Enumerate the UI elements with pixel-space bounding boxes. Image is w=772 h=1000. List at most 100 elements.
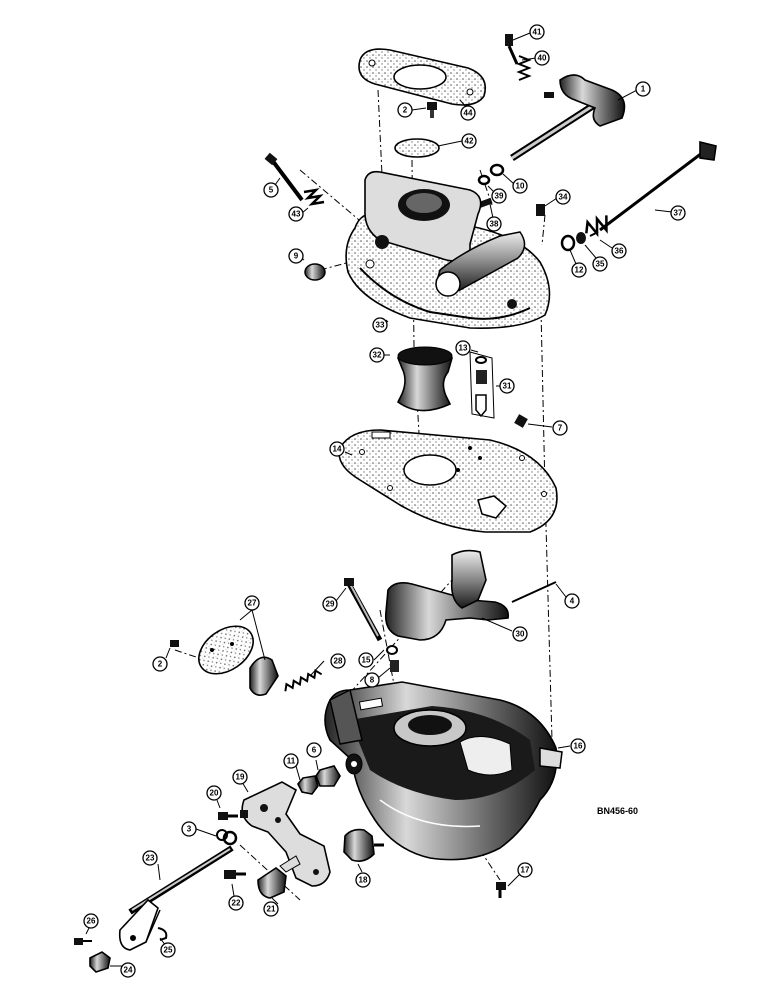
callout-41: 41 [529, 24, 545, 40]
svg-text:34: 34 [559, 193, 568, 202]
svg-text:21: 21 [267, 905, 276, 914]
svg-text:37: 37 [674, 209, 683, 218]
callout-43: 43 [288, 206, 304, 222]
callout-31: 31 [499, 378, 515, 394]
flange-gasket-44 [358, 48, 487, 106]
callout-35: 35 [592, 256, 608, 272]
svg-text:20: 20 [210, 789, 219, 798]
throttle-lever-plate-19 [240, 781, 331, 887]
callout-24: 24 [120, 962, 136, 978]
float-30 [384, 549, 557, 641]
callout-34: 34 [555, 189, 571, 205]
svg-text:7: 7 [558, 424, 563, 433]
drain-plug-18 [343, 828, 384, 862]
svg-text:28: 28 [334, 657, 343, 666]
callout-36: 36 [611, 243, 627, 259]
needle-spring-36 [536, 204, 608, 252]
callout-10: 10 [512, 178, 528, 194]
callout-1: 1 [635, 81, 651, 97]
svg-text:17: 17 [521, 866, 530, 875]
callout-16: 16 [570, 738, 586, 754]
svg-text:36: 36 [615, 247, 624, 256]
air-horn-body-33 [345, 170, 551, 330]
callout-33: 33 [372, 317, 388, 333]
svg-text:39: 39 [495, 192, 504, 201]
callout-18: 18 [355, 872, 371, 888]
svg-text:15: 15 [362, 656, 371, 665]
callout-13: 13 [455, 340, 471, 356]
svg-text:32: 32 [373, 351, 382, 360]
svg-text:2: 2 [158, 660, 163, 669]
callout-21: 21 [263, 901, 279, 917]
callout-2-lower: 2 [152, 656, 168, 672]
screw-22 [224, 870, 246, 879]
svg-text:2: 2 [403, 106, 408, 115]
choke-shaft-assembly-1 [505, 34, 626, 161]
callout-4: 4 [564, 593, 580, 609]
svg-text:22: 22 [232, 899, 241, 908]
svg-text:11: 11 [287, 757, 296, 766]
screw-2-upper [427, 102, 437, 118]
svg-text:43: 43 [292, 210, 301, 219]
svg-text:41: 41 [533, 28, 542, 37]
callout-23: 23 [142, 850, 158, 866]
svg-text:18: 18 [359, 876, 368, 885]
plug-9 [304, 263, 326, 281]
idle-needle-37 [589, 140, 717, 237]
svg-text:6: 6 [312, 746, 317, 755]
packing-nut-6-11 [297, 765, 341, 795]
callout-26: 26 [83, 913, 99, 929]
throttle-stop-21 [257, 855, 301, 899]
callout-7: 7 [552, 420, 568, 436]
callout-42: 42 [461, 133, 477, 149]
throttle-shaft-23 [118, 845, 234, 951]
callout-44: 44 [460, 105, 476, 121]
svg-text:25: 25 [164, 946, 173, 955]
svg-text:19: 19 [236, 773, 245, 782]
throttle-plate-27 [198, 625, 279, 696]
callout-39: 39 [491, 188, 507, 204]
callout-15: 15 [358, 652, 374, 668]
callout-37: 37 [670, 205, 686, 221]
svg-text:12: 12 [575, 266, 584, 275]
svg-text:30: 30 [516, 630, 525, 639]
callout-28: 28 [330, 653, 346, 669]
screw-17 [496, 882, 506, 898]
callout-3: 3 [181, 821, 197, 837]
svg-text:5: 5 [269, 186, 274, 195]
svg-text:1: 1 [641, 85, 646, 94]
bowl-gasket-14 [338, 429, 558, 533]
svg-text:10: 10 [516, 182, 525, 191]
svg-text:33: 33 [376, 321, 385, 330]
screw-20 [218, 812, 238, 820]
callout-38: 38 [486, 216, 502, 232]
svg-text:26: 26 [87, 917, 96, 926]
svg-text:27: 27 [248, 599, 257, 608]
svg-text:24: 24 [124, 966, 133, 975]
idle-screw-5 [264, 152, 325, 206]
svg-text:16: 16 [574, 742, 583, 751]
venturi-32 [396, 346, 453, 412]
callout-14: 14 [329, 441, 345, 457]
svg-text:23: 23 [146, 854, 155, 863]
callout-8: 8 [364, 672, 380, 688]
callout-9: 9 [288, 248, 304, 264]
leader-lines [85, 32, 673, 967]
callout-30: 30 [512, 626, 528, 642]
svg-text:38: 38 [490, 220, 499, 229]
callout-25: 25 [160, 942, 176, 958]
callout-6: 6 [306, 742, 322, 758]
callout-5: 5 [263, 182, 279, 198]
svg-text:8: 8 [370, 676, 375, 685]
svg-text:42: 42 [465, 137, 474, 146]
callout-32: 32 [369, 347, 385, 363]
svg-text:13: 13 [459, 344, 468, 353]
clip-7 [514, 414, 528, 428]
callout-20: 20 [206, 785, 222, 801]
callout-2-upper: 2 [397, 102, 413, 118]
figure-code: BN456-60 [597, 806, 638, 816]
callout-27: 27 [244, 595, 260, 611]
svg-text:14: 14 [333, 445, 342, 454]
callout-40: 40 [534, 50, 550, 66]
